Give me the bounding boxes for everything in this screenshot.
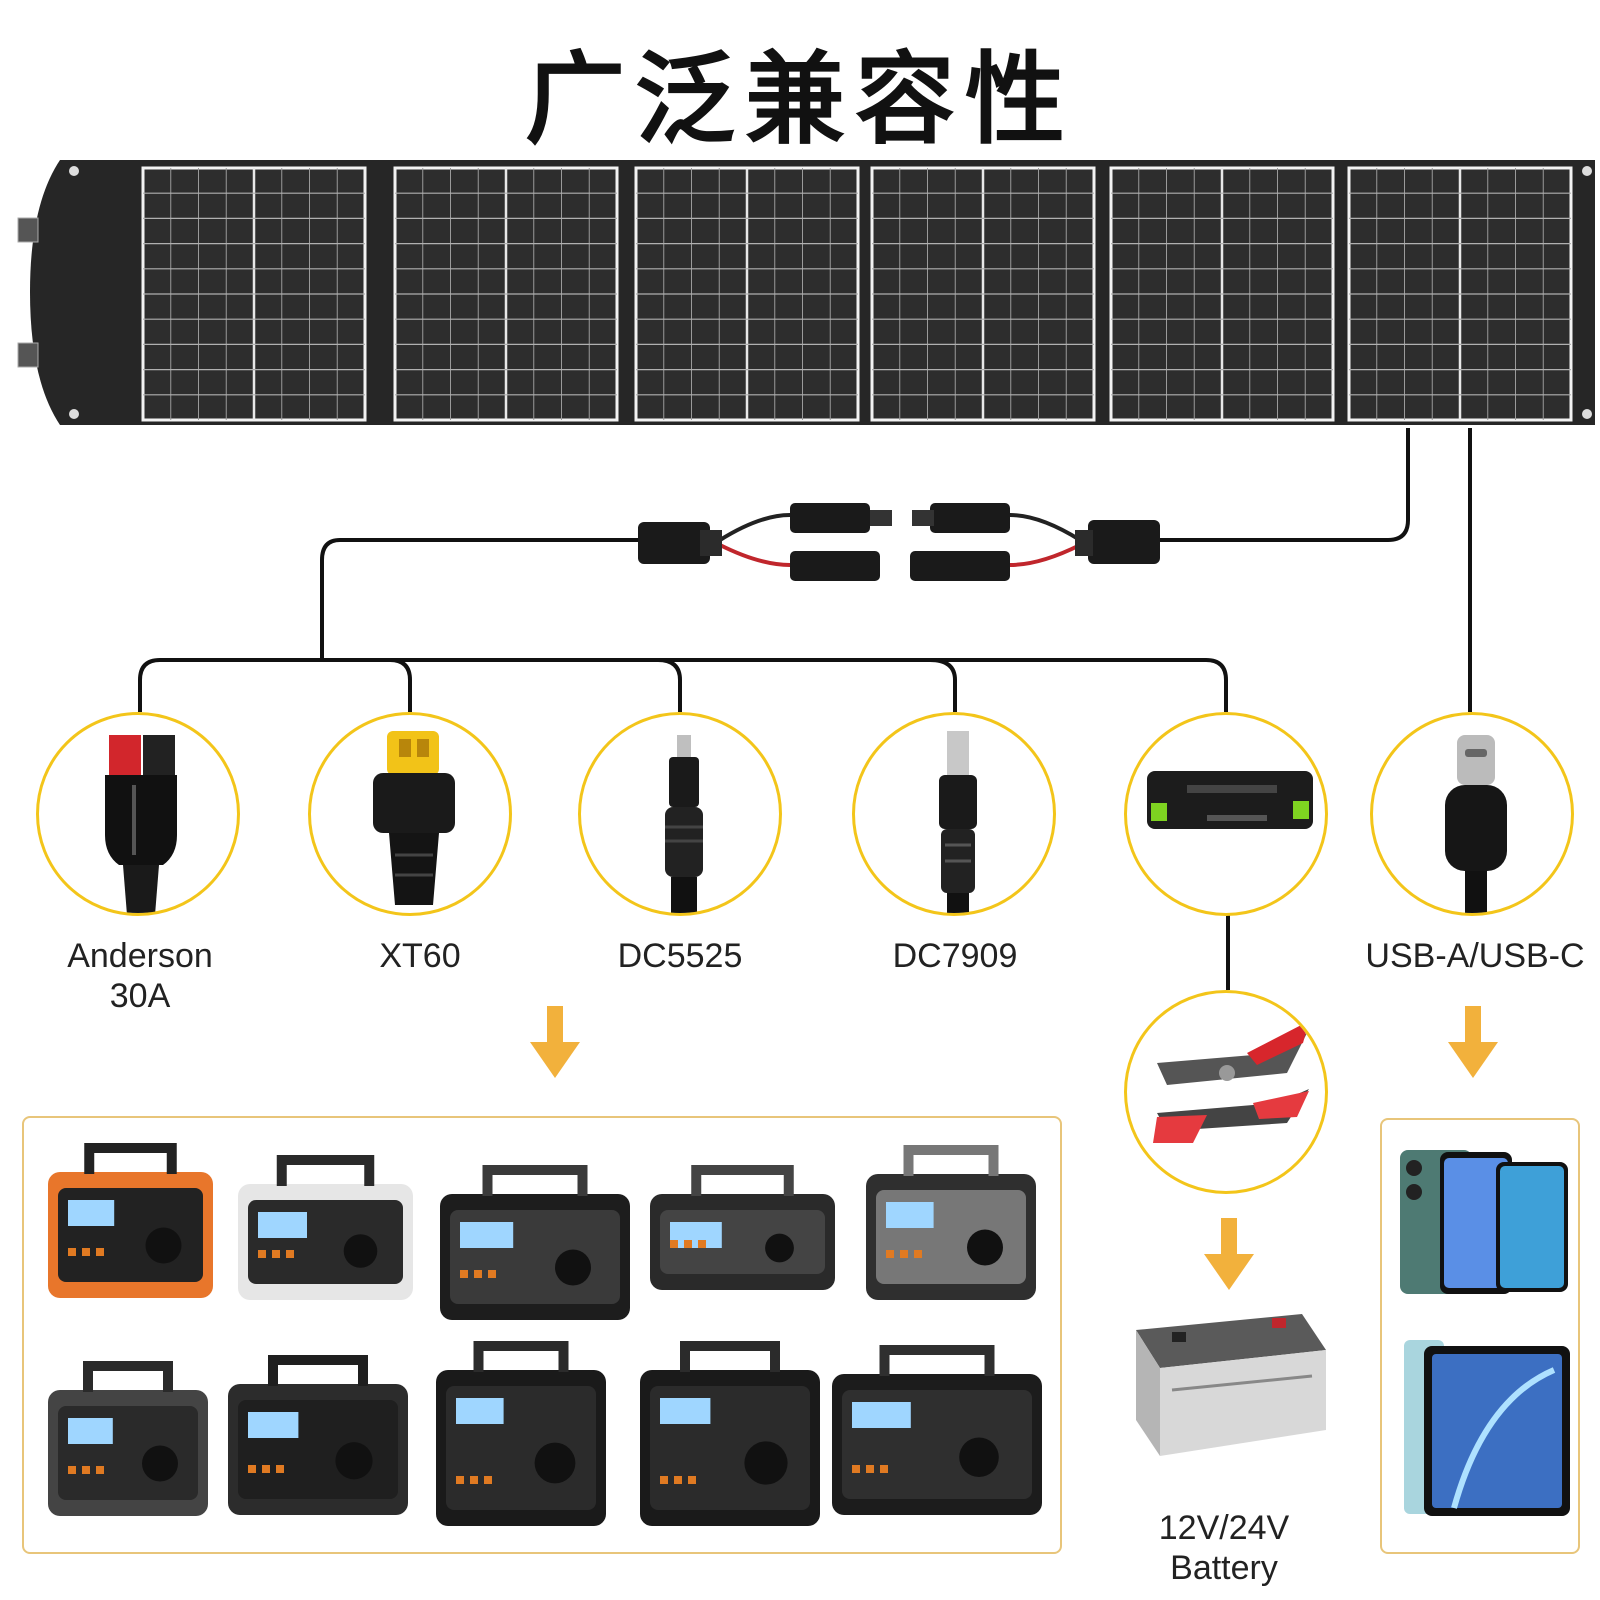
power-station-icon [228, 1355, 408, 1515]
anderson-circle [36, 712, 240, 916]
usb-c-plug-icon [1445, 735, 1507, 913]
dc5525-circle [578, 712, 782, 916]
solar-cells [141, 166, 1573, 422]
power-station-icon [48, 1143, 213, 1298]
anderson-label-line2: 30A [109, 977, 171, 1015]
power-station-icon [650, 1165, 835, 1290]
down-arrow-icon [1204, 1218, 1254, 1290]
panel-section [1109, 166, 1335, 422]
jump-starter-circle [1124, 712, 1328, 916]
dc7909-plug-icon [939, 731, 977, 913]
power-station-icon [436, 1341, 606, 1526]
wiring [138, 428, 1472, 990]
anderson-label-line1: Anderson [67, 937, 213, 975]
panel-section [141, 166, 367, 422]
dc5525-label: DC5525 [617, 937, 743, 975]
mc4-branch-connector-right [910, 503, 1160, 581]
down-arrow-icon [530, 1006, 580, 1078]
battery-label: 12V/24V Battery [1158, 1509, 1290, 1587]
down-arrow-icon [1448, 1006, 1498, 1078]
dc7909-circle [852, 712, 1056, 916]
dc5525-plug-icon [665, 735, 703, 913]
smartphone-icon [1400, 1150, 1568, 1294]
anderson-connector-icon [105, 735, 177, 913]
dc7909-label: DC7909 [892, 937, 1018, 975]
power-station-icon [866, 1145, 1036, 1300]
xt60-circle [308, 712, 512, 916]
power-station-icon [238, 1155, 413, 1300]
battery-clamp-icon [1153, 1021, 1309, 1143]
xt60-connector-icon [373, 731, 455, 905]
anderson-label: Anderson 30A [40, 936, 240, 1016]
panel-section [870, 166, 1096, 422]
panel-section [1347, 166, 1573, 422]
power-station-icon [440, 1165, 630, 1320]
panel-section [393, 166, 619, 422]
mc4-branch-connector-left [638, 503, 892, 581]
panel-section [634, 166, 860, 422]
power-station-icon [832, 1345, 1042, 1515]
page-title: 广泛兼容性 [525, 40, 1075, 158]
battery-clamp-circle [1124, 990, 1328, 1194]
usb-label: USB-A/USB-C [1365, 937, 1585, 975]
xt60-label: XT60 [379, 937, 461, 975]
tablet-icon [1404, 1340, 1570, 1516]
usb-circle [1370, 712, 1574, 916]
jump-starter-icon [1147, 771, 1313, 829]
power-station-icon [640, 1341, 820, 1526]
lead-acid-battery-icon [1136, 1314, 1326, 1456]
power-station-icon [48, 1361, 208, 1516]
